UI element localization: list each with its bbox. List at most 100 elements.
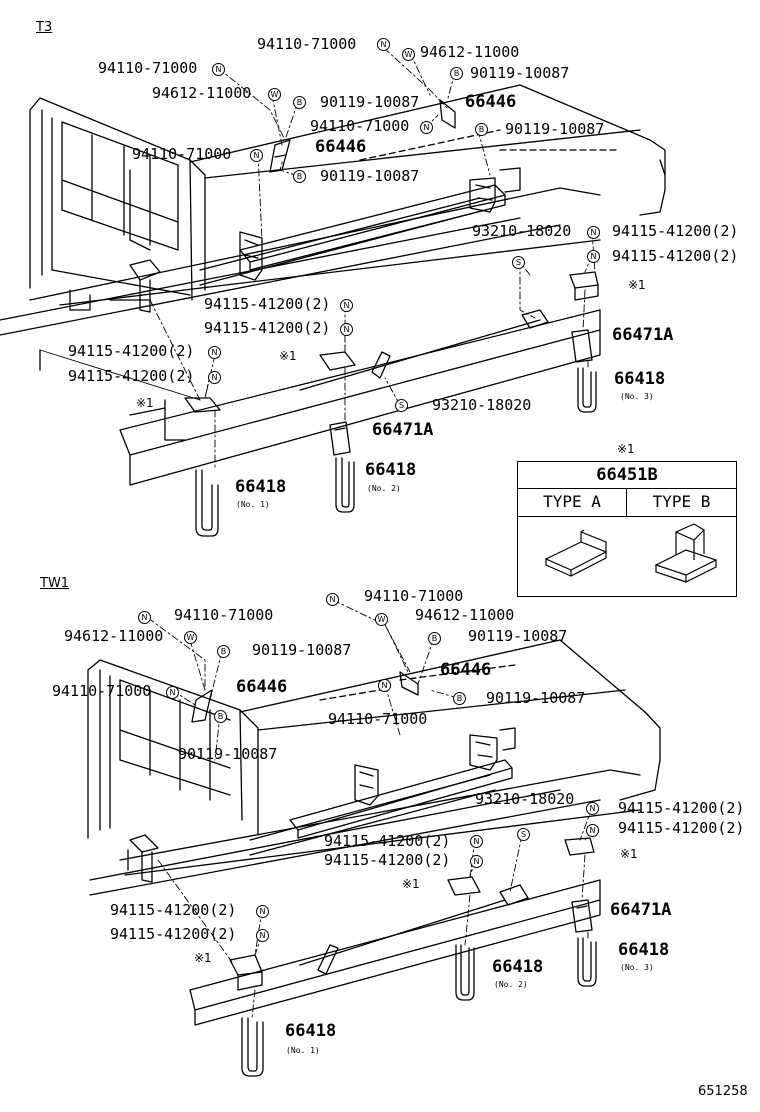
n-marker-icon: N [470,855,483,868]
t3-part-label: 66418 [365,460,417,480]
t3-part-label: 66471A [372,420,434,440]
tw1-part-label: 66446 [236,677,288,697]
t3-part-sublabel: (No. 1) [236,500,270,509]
w-marker-icon: W [375,613,388,626]
n-marker-icon: N [138,611,151,624]
tw1-part-label: 90119-10087 [178,745,278,763]
t3-part-sublabel: (No. 3) [620,392,654,401]
n-marker-icon: N [340,299,353,312]
mark-symbol: ※1 [628,278,646,292]
t3-part-label: 94115-41200(2) [204,295,331,313]
b-marker-icon: B [293,96,306,109]
t3-part-label: 94115-41200(2) [68,342,195,360]
t3-part-label: 93210-18020 [472,222,572,240]
tw1-part-label: 94110-71000 [364,587,464,605]
t3-part-label: 94612-11000 [420,43,520,61]
t3-part-label: 94110-71000 [132,145,232,163]
tw1-part-label: 94612-11000 [64,627,164,645]
mark-symbol: ※1 [136,396,154,410]
tw1-part-label: 94115-41200(2) [324,851,451,869]
n-marker-icon: N [208,371,221,384]
t3-part-sublabel: (No. 2) [367,484,401,493]
tw1-part-label: 90119-10087 [252,641,352,659]
b-marker-icon: B [217,645,230,658]
t3-part-label: 93210-18020 [432,396,532,414]
tw1-part-label: 90119-10087 [486,689,586,707]
tw1-part-label: 66418 [618,940,670,960]
t3-leader-lines [39,47,596,471]
tw1-part-label: 93210-18020 [475,790,575,808]
t3-part-label: 94115-41200(2) [612,222,739,240]
t3-part-label: 94115-41200(2) [204,319,331,337]
b-marker-icon: B [475,123,488,136]
b-marker-icon: B [450,67,463,80]
n-marker-icon: N [377,38,390,51]
n-marker-icon: N [378,679,391,692]
n-marker-icon: N [256,929,269,942]
t3-part-label: 94110-71000 [257,35,357,53]
tw1-part-label: 94115-41200(2) [110,901,237,919]
tw1-part-label: 94115-41200(2) [324,832,451,850]
t3-part-label: 66418 [614,369,666,389]
n-marker-icon: N [250,149,263,162]
n-marker-icon: N [586,824,599,837]
n-marker-icon: N [420,121,433,134]
mark-symbol: ※1 [279,349,297,363]
t3-part-label: 66446 [315,137,367,157]
legend-type-a: TYPE A [518,488,627,517]
legend-type-b: TYPE B [627,488,736,517]
figure-id: 651258 [698,1084,748,1099]
n-marker-icon: N [166,686,179,699]
n-marker-icon: N [587,250,600,263]
s-marker-icon: S [512,256,525,269]
tw1-part-label: 94612-11000 [415,606,515,624]
t3-part-label: 90119-10087 [320,93,420,111]
t3-part-label: 90119-10087 [505,120,605,138]
n-marker-icon: N [326,593,339,606]
section-label-tw1: TW1 [40,576,70,591]
tw1-part-label: 94110-71000 [52,682,152,700]
mark-symbol: ※1 [194,951,212,965]
tw1-part-sublabel: (No. 2) [494,980,528,989]
w-marker-icon: W [402,48,415,61]
n-marker-icon: N [587,226,600,239]
tw1-part-sublabel: (No. 1) [286,1046,320,1055]
s-marker-icon: S [395,399,408,412]
t3-part-label: 66418 [235,477,287,497]
t3-truck-bed [0,84,666,537]
section-label-t3: T3 [36,20,53,35]
tw1-part-label: 66418 [285,1021,337,1041]
tw1-part-label: 94110-71000 [328,710,428,728]
legend-mark: ※1 [617,442,635,456]
legend-title: 66451B [518,462,736,489]
t3-part-label: 94115-41200(2) [612,247,739,265]
tw1-part-label: 66418 [492,957,544,977]
tw1-truck-bed [87,639,661,1077]
tw1-part-label: 94115-41200(2) [110,925,237,943]
t3-part-label: 94110-71000 [98,59,198,77]
t3-part-label: 94115-41200(2) [68,367,195,385]
n-marker-icon: N [212,63,225,76]
mark-symbol: ※1 [402,877,420,891]
t3-part-label: 90119-10087 [470,64,570,82]
tw1-part-label: 94115-41200(2) [618,819,745,837]
tw1-part-label: 90119-10087 [468,627,568,645]
n-marker-icon: N [586,802,599,815]
t3-part-label: 90119-10087 [320,167,420,185]
s-marker-icon: S [517,828,530,841]
tw1-part-sublabel: (No. 3) [620,963,654,972]
legend-type-b-bracket-icon [654,523,718,583]
mark-symbol: ※1 [620,847,638,861]
n-marker-icon: N [208,346,221,359]
w-marker-icon: W [184,631,197,644]
b-marker-icon: B [293,170,306,183]
t3-part-label: 94110-71000 [310,117,410,135]
n-marker-icon: N [340,323,353,336]
tw1-part-label: 66471A [610,900,672,920]
n-marker-icon: N [470,835,483,848]
tw1-part-label: 66446 [440,660,492,680]
b-marker-icon: B [214,710,227,723]
legend-type-a-bracket-icon [544,529,608,577]
w-marker-icon: W [268,88,281,101]
